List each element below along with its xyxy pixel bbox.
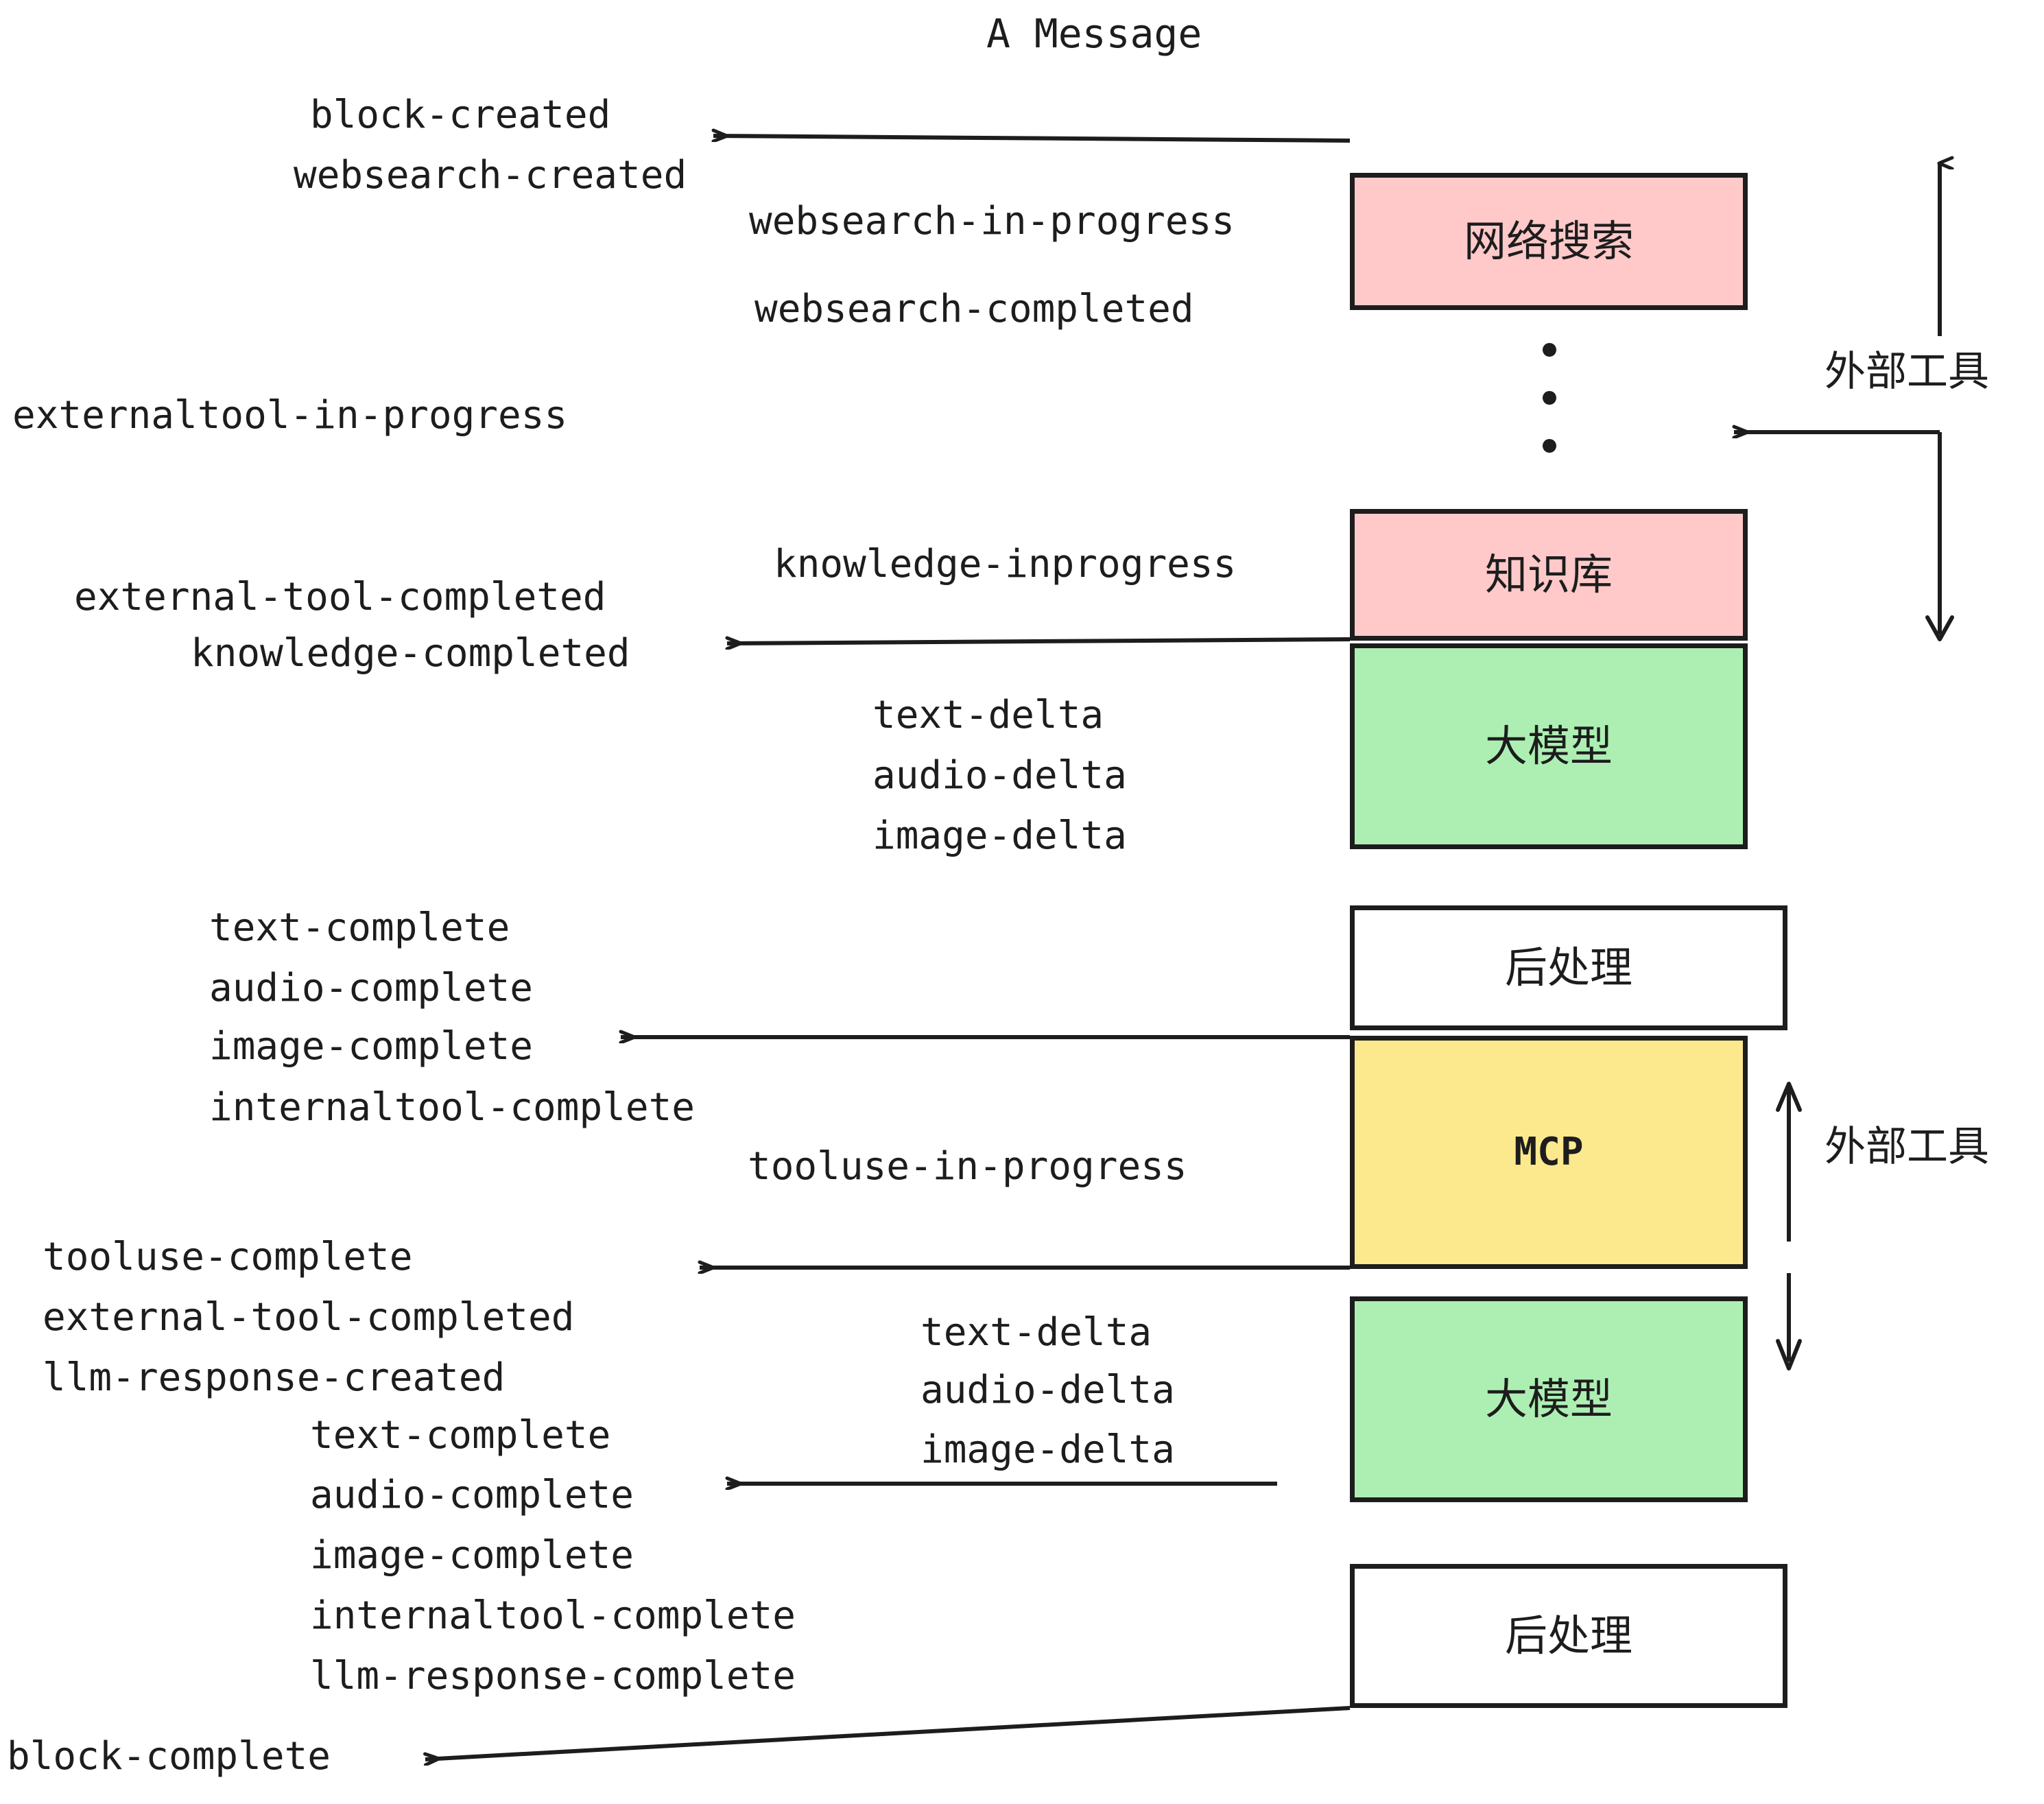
arrow-knowledge-completed (727, 639, 1351, 643)
ellipsis-dots (1542, 343, 1557, 453)
event-image-complete-1: image-complete (209, 1024, 534, 1069)
box-postprocess-top[interactable]: 后处理 (1350, 905, 1787, 1030)
event-text-delta-1: text-delta (872, 693, 1104, 737)
box-llm-bottom-label: 大模型 (1484, 1374, 1613, 1424)
box-llm-top-label: 大模型 (1484, 721, 1613, 771)
box-mcp[interactable]: MCP (1350, 1036, 1748, 1269)
event-audio-complete-1: audio-complete (209, 966, 534, 1010)
event-tooluse-complete: tooluse-complete (43, 1235, 413, 1279)
side-label-external-tool-top: 外部工具 (1825, 348, 1989, 396)
box-postprocess-bottom[interactable]: 后处理 (1350, 1564, 1787, 1708)
arrow-websearch-created (713, 136, 1351, 143)
event-internaltool-complete-2: internaltool-complete (310, 1593, 796, 1638)
event-llm-response-created: llm-response-created (43, 1355, 506, 1400)
event-llm-response-complete: llm-response-complete (310, 1654, 796, 1698)
event-externaltool-in-progress: externaltool-in-progress (12, 393, 568, 438)
event-knowledge-inprogress: knowledge-inprogress (774, 542, 1237, 586)
event-websearch-in-progress: websearch-in-progress (749, 199, 1235, 244)
event-text-complete-2: text-complete (310, 1413, 611, 1458)
diagram-title: A Message (986, 10, 1202, 57)
event-knowledge-completed: knowledge-completed (191, 631, 630, 676)
event-image-delta-2: image-delta (920, 1427, 1175, 1472)
dot-1 (1543, 343, 1556, 357)
box-mcp-label: MCP (1514, 1130, 1584, 1174)
event-tooluse-in-progress: tooluse-in-progress (748, 1144, 1187, 1189)
event-websearch-completed: websearch-completed (754, 287, 1194, 331)
box-knowledge[interactable]: 知识库 (1350, 509, 1748, 641)
box-websearch-label: 网络搜索 (1463, 216, 1634, 266)
event-text-complete-1: text-complete (209, 905, 510, 950)
arrow-external-tool-top-down-g (1925, 432, 1954, 641)
dot-3 (1543, 439, 1556, 453)
arrow-external-tool-bottom-down (1776, 1273, 1802, 1370)
event-audio-complete-2: audio-complete (310, 1473, 634, 1517)
event-external-tool-completed-1: external-tool-completed (74, 575, 606, 619)
event-image-delta-1: image-delta (872, 814, 1127, 858)
arrow-block-complete (425, 1706, 1351, 1759)
event-audio-delta-1: audio-delta (872, 753, 1127, 798)
event-websearch-created: websearch-created (294, 153, 687, 198)
event-block-complete: block-complete (7, 1734, 331, 1779)
box-postprocess-top-label: 后处理 (1504, 942, 1632, 993)
box-postprocess-bottom-label: 后处理 (1504, 1611, 1632, 1661)
box-llm-top[interactable]: 大模型 (1350, 643, 1748, 849)
box-llm-bottom[interactable]: 大模型 (1350, 1296, 1748, 1502)
event-block-created: block-created (310, 93, 611, 137)
side-label-external-tool-bottom: 外部工具 (1825, 1123, 1989, 1171)
event-text-delta-2: text-delta (920, 1310, 1152, 1355)
dot-2 (1543, 391, 1556, 405)
event-internaltool-complete-1: internaltool-complete (209, 1085, 696, 1130)
box-websearch[interactable]: 网络搜索 (1350, 173, 1748, 310)
box-knowledge-label: 知识库 (1484, 549, 1613, 600)
event-audio-delta-2: audio-delta (920, 1368, 1175, 1412)
event-external-tool-completed-2: external-tool-completed (43, 1295, 575, 1340)
event-image-complete-2: image-complete (310, 1533, 634, 1578)
arrow-external-tool-bottom-up (1776, 1082, 1802, 1242)
